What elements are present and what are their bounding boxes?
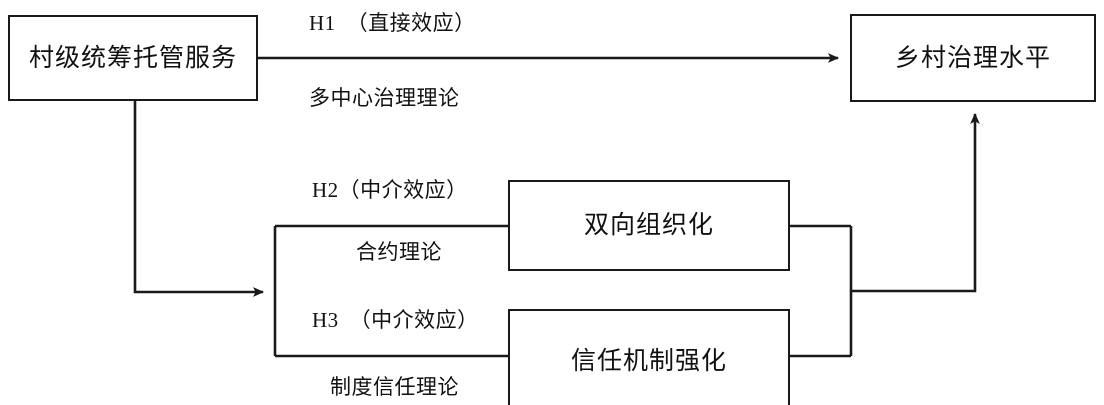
node-mediator2-label: 信任机制强化 (570, 347, 727, 375)
node-treatment-label: 村级统筹托管服务 (28, 44, 237, 72)
node-mediator1-label: 双向组织化 (583, 212, 714, 239)
edge-label-h1: H1 （直接效应） (309, 11, 476, 35)
edge-label-theory-institutional-trust: 制度信任理论 (330, 375, 459, 399)
edge-label-theory-polycentric-governance: 多中心治理理论 (309, 86, 460, 110)
edge-label-h2: H2（中介效应） (312, 178, 468, 202)
edge-mediators-to-outcome (851, 113, 980, 293)
edge-treatment-to-mediators (133, 101, 264, 297)
node-mediator-trust-mechanism: 信任机制强化 (508, 309, 790, 405)
edge-label-theory-contract: 合约理论 (356, 240, 442, 264)
node-mediator-bidirectional-organization: 双向组织化 (508, 180, 790, 271)
node-outcome-label: 乡村治理水平 (894, 44, 1051, 72)
edge-label-h3: H3 （中介效应） (312, 308, 479, 332)
node-outcome: 乡村治理水平 (850, 14, 1096, 102)
node-treatment: 村级统筹托管服务 (8, 15, 258, 101)
